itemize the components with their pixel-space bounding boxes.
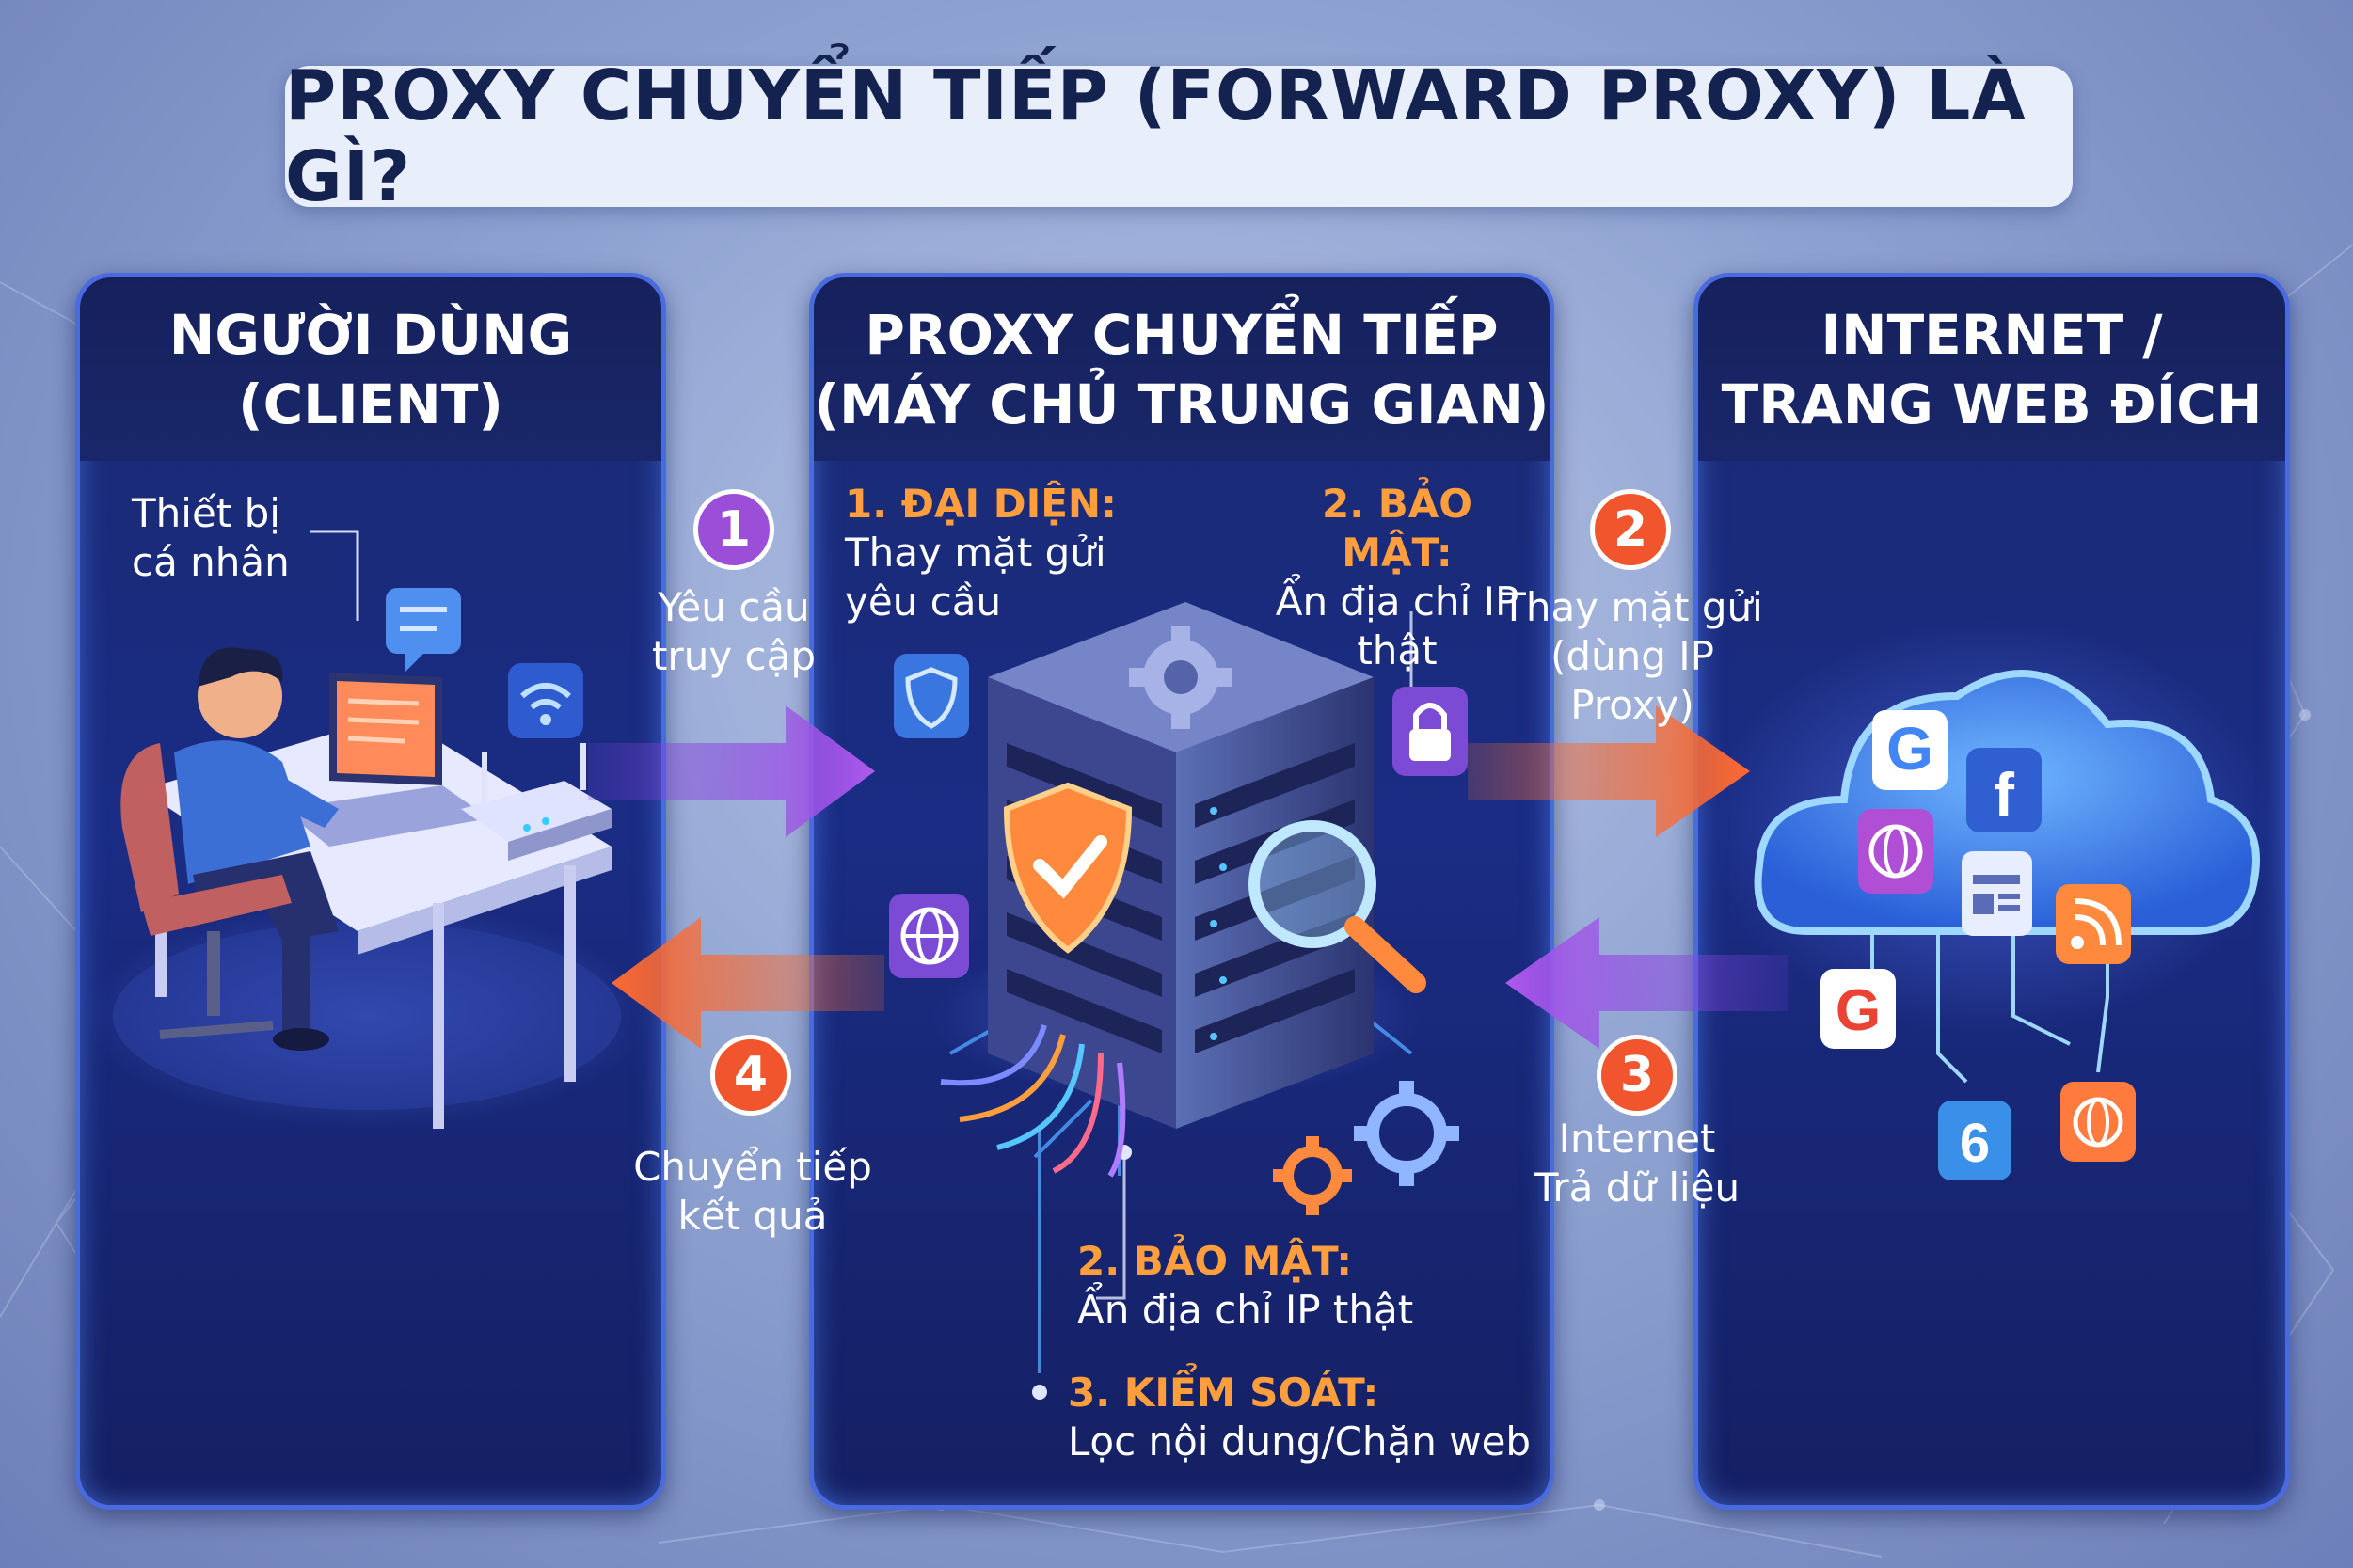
title-banner: PROXY CHUYỂN TIẾP (FORWARD PROXY) LÀ GÌ? [285, 55, 2073, 217]
panel-internet-title-line2: TRANG WEB ĐÍCH [1721, 372, 2263, 436]
step-4-line2: kết quả [677, 1193, 828, 1239]
step-2-line1: Thay mặt gửi [1502, 584, 1763, 630]
feature-security-top-line2: thật [1357, 627, 1438, 673]
panel-internet-header: INTERNET / TRANG WEB ĐÍCH [1698, 277, 2285, 461]
step-3-line2: Trả dữ liệu [1534, 1164, 1741, 1211]
step-4-label: Chuyển tiếp kết quả [630, 1143, 875, 1241]
feature-control-heading: 3. KIỂM SOÁT: [1068, 1370, 1379, 1416]
feature-security-bottom-heading: 2. BẢO MẬT: [1077, 1238, 1353, 1284]
panel-proxy-title-line1: PROXY CHUYỂN TIẾP [865, 302, 1499, 367]
panel-client-header: NGƯỜI DÙNG (CLIENT) [80, 277, 661, 461]
panel-proxy-header: PROXY CHUYỂN TIẾP (MÁY CHỦ TRUNG GIAN) [814, 277, 1550, 461]
feature-represent-line2: yêu cầu [845, 578, 1002, 625]
step-4-badge: 4 [710, 1035, 791, 1116]
step-3-label: Internet Trả dữ liệu [1524, 1115, 1750, 1212]
feature-control: 3. KIỂM SOÁT: Lọc nội dung/Chặn web [1068, 1369, 1531, 1466]
device-label-line2: cá nhân [132, 539, 290, 585]
panel-internet-title-line1: INTERNET / [1820, 302, 2163, 367]
page-title: PROXY CHUYỂN TIẾP (FORWARD PROXY) LÀ GÌ? [285, 55, 2027, 217]
feature-represent-heading: 1. ĐẠI DIỆN: [845, 481, 1117, 527]
step-2-line2: (dùng IP Proxy) [1550, 633, 1714, 728]
step-1-line2: truy cập [651, 633, 817, 679]
feature-represent-line1: Thay mặt gửi [845, 530, 1106, 576]
feature-security-bottom: 2. BẢO MẬT: Ẩn địa chỉ IP thật [1077, 1237, 1413, 1335]
feature-security-top-line1: Ẩn địa chỉ IP [1275, 578, 1519, 625]
panel-proxy-title-line2: (MÁY CHỦ TRUNG GIAN) [814, 372, 1550, 436]
feature-control-line1: Lọc nội dung/Chặn web [1068, 1418, 1532, 1465]
step-1-line1: Yêu cầu [658, 584, 810, 630]
feature-security-top-heading: 2. BẢO MẬT: [1321, 481, 1473, 576]
panel-internet: INTERNET / TRANG WEB ĐÍCH [1693, 273, 2290, 1510]
device-label-line1: Thiết bị [132, 490, 280, 536]
step-3-line1: Internet [1558, 1116, 1716, 1162]
step-2-badge: 2 [1590, 489, 1671, 570]
device-label: Thiết bị cá nhân [132, 489, 290, 587]
step-1-label: Yêu cầu truy cập [649, 583, 819, 681]
feature-security-bottom-line1: Ẩn địa chỉ IP thật [1077, 1287, 1414, 1333]
step-1-badge: 1 [693, 489, 774, 570]
panel-client-title-line1: NGƯỜI DÙNG [168, 302, 573, 367]
step-4-line1: Chuyển tiếp [633, 1144, 872, 1190]
panel-client: NGƯỜI DÙNG (CLIENT) [75, 273, 666, 1510]
step-3-badge: 3 [1597, 1035, 1677, 1116]
feature-represent: 1. ĐẠI DIỆN: Thay mặt gửi yêu cầu [845, 480, 1117, 626]
feature-security-top: 2. BẢO MẬT: Ẩn địa chỉ IP thật [1265, 480, 1529, 675]
panel-client-title-line2: (CLIENT) [238, 372, 503, 436]
step-2-label: Thay mặt gửi (dùng IP Proxy) [1487, 583, 1778, 730]
